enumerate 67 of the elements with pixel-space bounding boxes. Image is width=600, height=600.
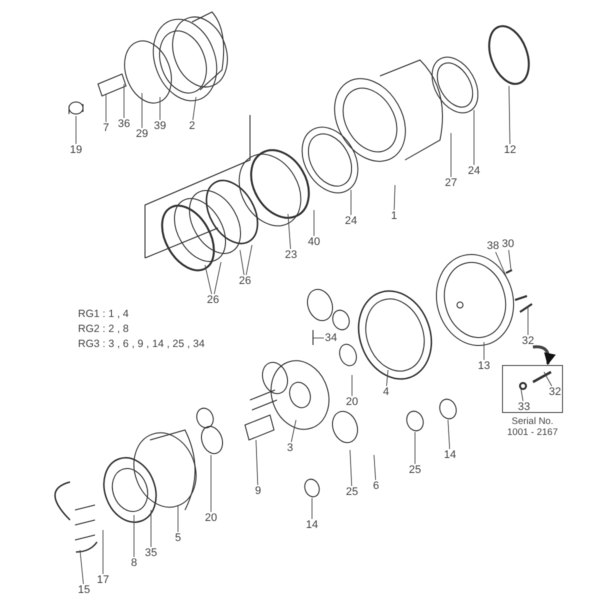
callout-number: 36 [116, 118, 132, 130]
leader-line [414, 432, 416, 464]
callout-number: 17 [96, 574, 110, 586]
callout-number: 13 [476, 360, 492, 372]
leader-line [350, 190, 352, 216]
group-note: RG1 : 1 , 4 [78, 308, 129, 320]
leader-line [508, 250, 512, 270]
leader-line [544, 372, 552, 386]
callout-number: 32 [520, 335, 536, 347]
callout-number: 6 [372, 480, 380, 492]
callout-number: 15 [76, 584, 92, 596]
leader-line [246, 244, 252, 276]
callout-number: 40 [306, 236, 322, 248]
callout-number: 35 [144, 547, 158, 559]
callout-number: 24 [466, 165, 482, 177]
leader-line [374, 454, 376, 480]
callout-number: 5 [174, 532, 182, 544]
callout-number: 33 [516, 401, 532, 413]
leader-line [204, 264, 212, 294]
leader-line [448, 420, 450, 450]
leader-line [520, 388, 524, 402]
leader-line [450, 132, 452, 178]
callout-number: 30 [500, 238, 516, 250]
leader-line [80, 550, 84, 584]
leader-line [214, 262, 222, 294]
callout-number: 4 [382, 386, 390, 398]
callout-number: 14 [304, 519, 320, 531]
leader-line [495, 252, 506, 276]
callout-number: 29 [134, 128, 150, 140]
group-note: RG3 : 3 , 6 , 9 , 14 , 25 , 34 [78, 338, 205, 350]
leader-line [394, 184, 396, 210]
callout-number: 2 [188, 120, 196, 132]
callout-number: 20 [344, 396, 360, 408]
leader-line [386, 370, 388, 386]
callout-number: 23 [284, 249, 298, 261]
callout-number: 9 [254, 485, 262, 497]
callout-number: 27 [444, 177, 458, 189]
callout-number: 38 [486, 240, 500, 252]
callout-number: 24 [344, 215, 358, 227]
callout-number: 1 [390, 210, 398, 222]
leader-line [192, 96, 196, 120]
leader-line [350, 450, 352, 486]
serial-number-caption: Serial No. 1001 - 2167 [506, 416, 559, 438]
callout-number: 3 [286, 442, 294, 454]
callout-number: 7 [102, 122, 110, 134]
leader-line [102, 530, 104, 574]
leader-line [290, 420, 296, 442]
callout-number: 14 [442, 449, 458, 461]
callout-number: 39 [152, 120, 168, 132]
arrow [532, 345, 556, 366]
callout-number: 20 [204, 512, 218, 524]
callout-number: 26 [238, 275, 252, 287]
group-note: RG2 : 2 , 8 [78, 323, 129, 335]
callout-number: 8 [130, 557, 138, 569]
callout-number: 25 [408, 464, 422, 476]
callout-number: 12 [502, 144, 518, 156]
callout-number: 19 [68, 144, 84, 156]
leader-line [150, 510, 152, 548]
leader-line [256, 440, 258, 486]
callout-number: 26 [206, 294, 220, 306]
callout-number: 34 [324, 332, 338, 344]
leader-line [288, 214, 291, 250]
leader-line [210, 454, 212, 512]
callout-number: 25 [344, 486, 360, 498]
callout-number: 32 [548, 386, 562, 398]
leader-line [508, 86, 510, 144]
leader-line [240, 250, 244, 276]
